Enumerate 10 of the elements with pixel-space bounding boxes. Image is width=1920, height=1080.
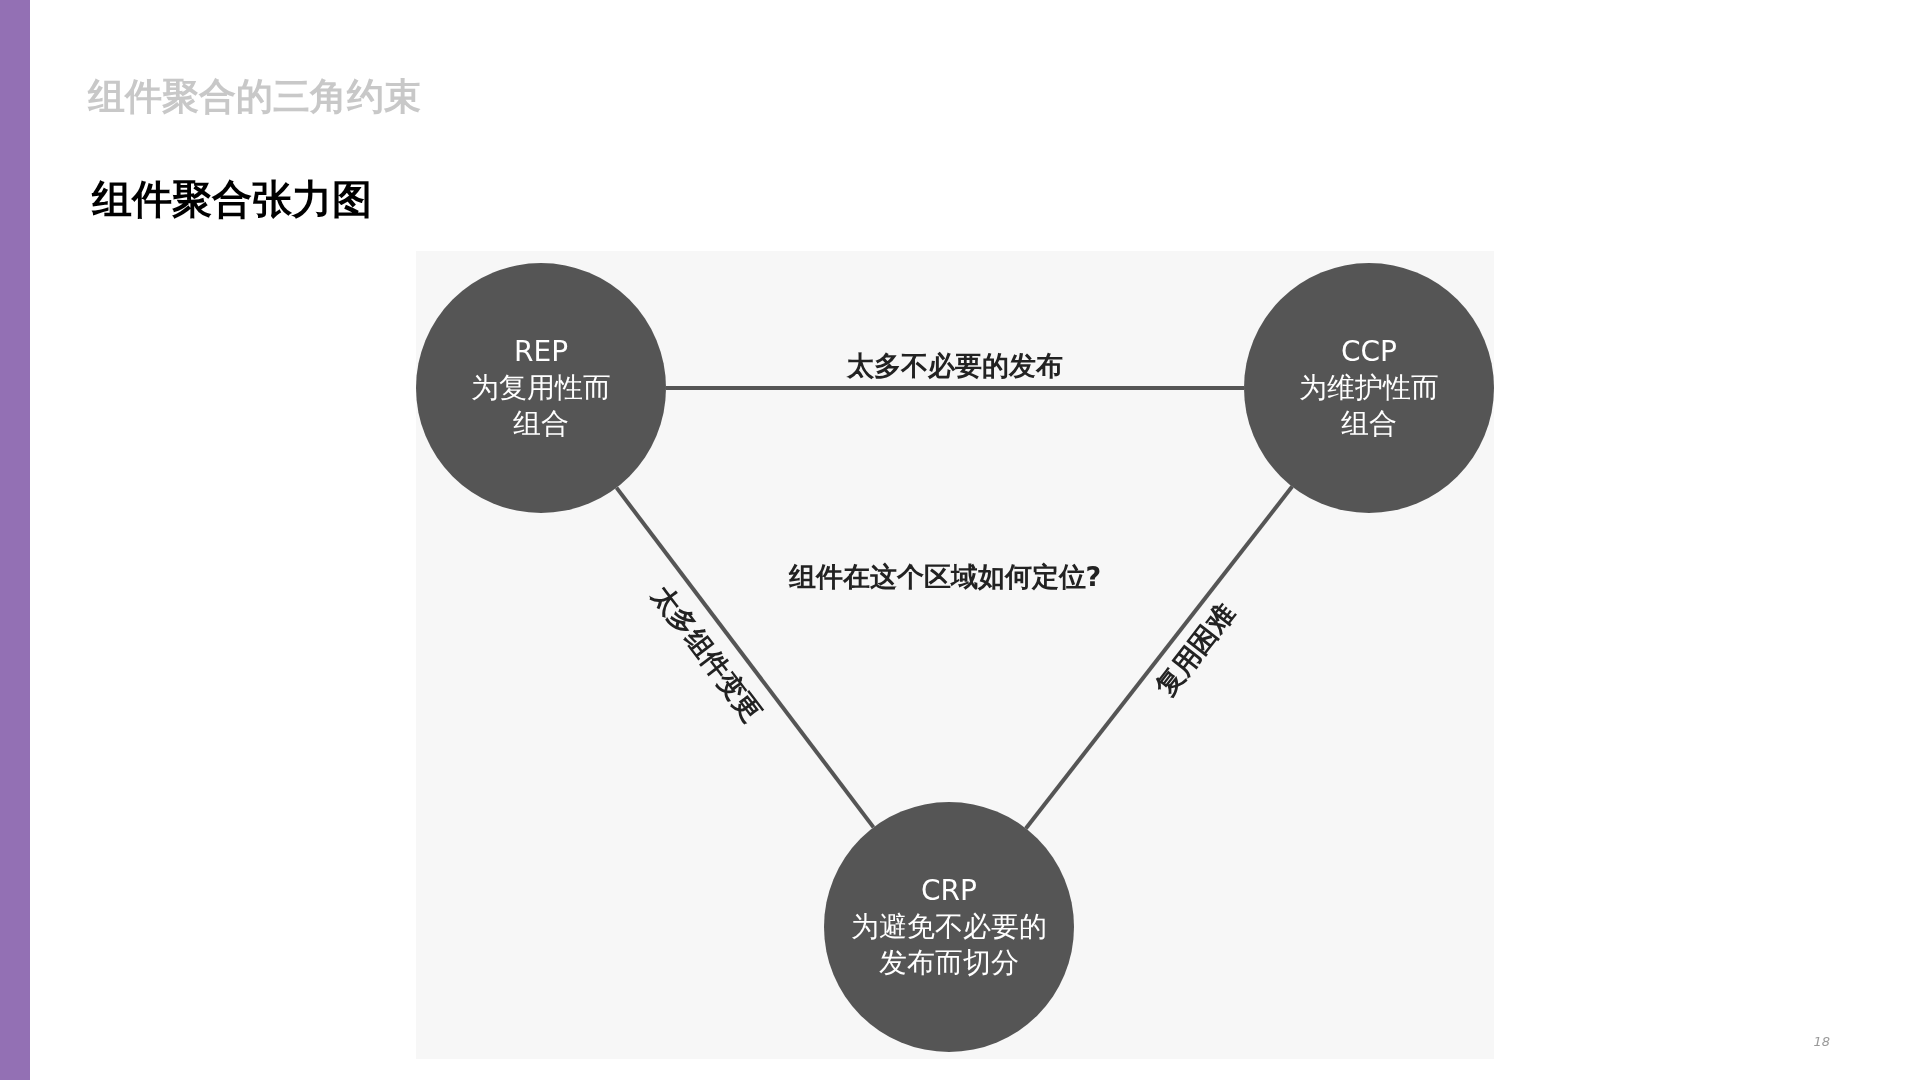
connector-line	[614, 486, 876, 829]
side-bar	[0, 0, 30, 1080]
connector-line	[666, 386, 1244, 390]
edge-label: 太多不必要的发布	[847, 349, 1063, 383]
connector-line	[1024, 485, 1294, 830]
diagram-heading: 组件聚合张力图	[92, 175, 372, 224]
page-number: 18	[1813, 1033, 1831, 1049]
question-text: 组件在这个区域如何定位?	[788, 560, 1102, 594]
edge-label: 太多组件变更	[645, 578, 770, 729]
edge-label: 复用困难	[1148, 596, 1241, 704]
